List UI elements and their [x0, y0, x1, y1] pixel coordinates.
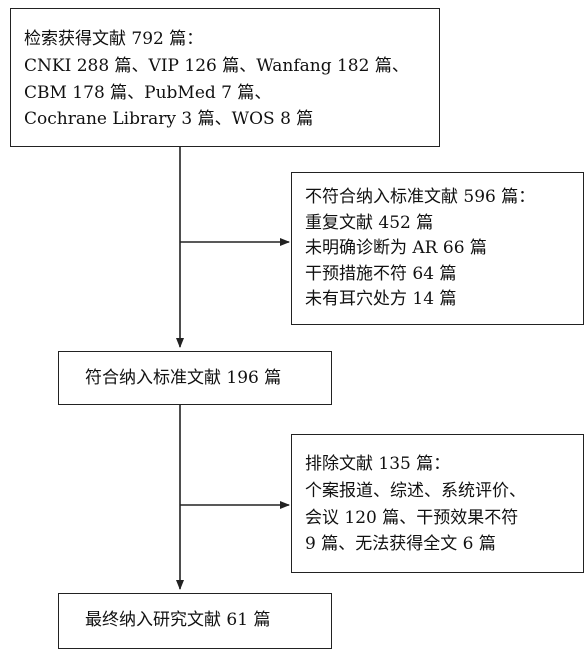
exclusion1-line-5: 未有耳穴处方 14 篇: [305, 289, 457, 309]
exclusion1-line-4: 干预措施不符 64 篇: [305, 264, 457, 284]
final-box: 最终纳入研究文献 61 篇: [58, 593, 332, 649]
final-label: 最终纳入研究文献 61 篇: [85, 610, 271, 630]
exclusion2-line-2: 个案报道、综述、系统评价、: [305, 481, 526, 501]
exclusion1-line-3: 未明确诊断为 AR 66 篇: [305, 238, 487, 258]
exclusion2-line-4: 9 篇、无法获得全文 6 篇: [305, 534, 496, 554]
search-line-4: Cochrane Library 3 篇、WOS 8 篇: [24, 109, 314, 129]
exclusion1-line-1: 不符合纳入标准文献 596 篇：: [305, 187, 536, 207]
exclusion2-line-3: 会议 120 篇、干预效果不符: [305, 508, 519, 528]
eligible-box: 符合纳入标准文献 196 篇: [58, 351, 332, 405]
exclusion2-box: 排除文献 135 篇： 个案报道、综述、系统评价、 会议 120 篇、干预效果不…: [291, 434, 584, 573]
exclusion1-line-2: 重复文献 452 篇: [305, 213, 434, 233]
eligible-label: 符合纳入标准文献 196 篇: [85, 368, 282, 388]
exclusion2-line-1: 排除文献 135 篇：: [305, 454, 451, 474]
search-line-1: 检索获得文献 792 篇：: [24, 29, 204, 49]
search-line-3: CBM 178 篇、PubMed 7 篇、: [24, 83, 272, 103]
search-results-box: 检索获得文献 792 篇： CNKI 288 篇、VIP 126 篇、Wanfa…: [10, 8, 440, 147]
search-line-2: CNKI 288 篇、VIP 126 篇、Wanfang 182 篇、: [24, 56, 409, 76]
exclusion1-box: 不符合纳入标准文献 596 篇： 重复文献 452 篇 未明确诊断为 AR 66…: [291, 172, 584, 325]
